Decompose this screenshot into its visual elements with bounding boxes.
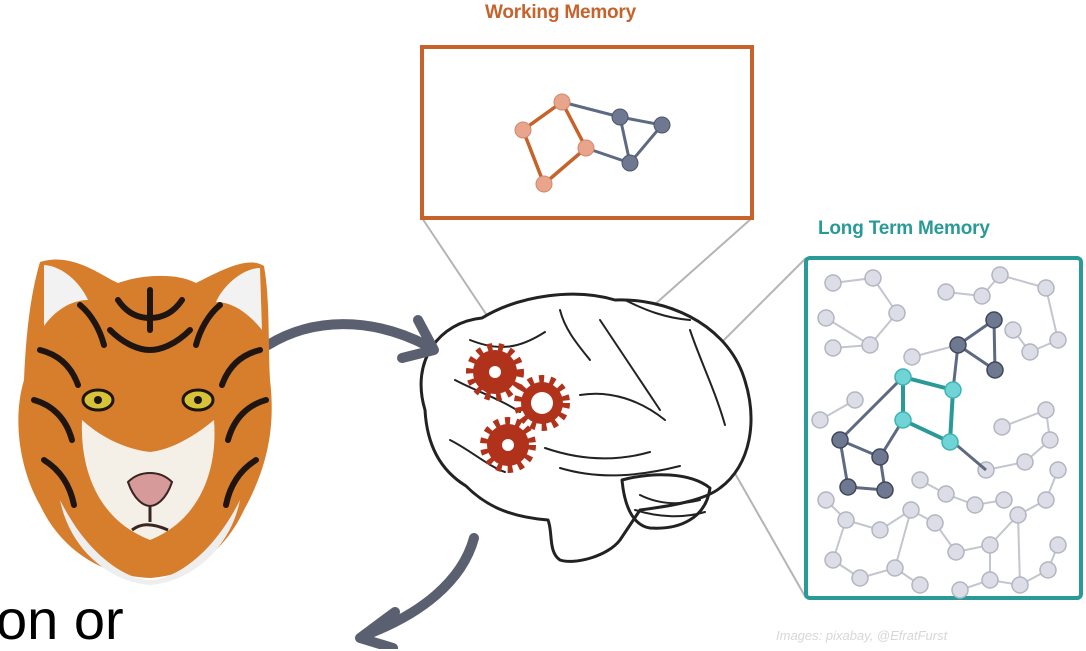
caption-text: on or bbox=[0, 592, 124, 648]
long-term-memory-title: Long Term Memory bbox=[818, 218, 990, 240]
image-credit: Images: pixabay, @EfratFurst bbox=[776, 628, 947, 643]
working-memory-title: Working Memory bbox=[485, 2, 636, 24]
long-term-memory-box bbox=[806, 258, 1081, 598]
tiger-image bbox=[18, 260, 271, 585]
working-memory-box bbox=[422, 47, 752, 218]
brain-image bbox=[421, 294, 751, 561]
